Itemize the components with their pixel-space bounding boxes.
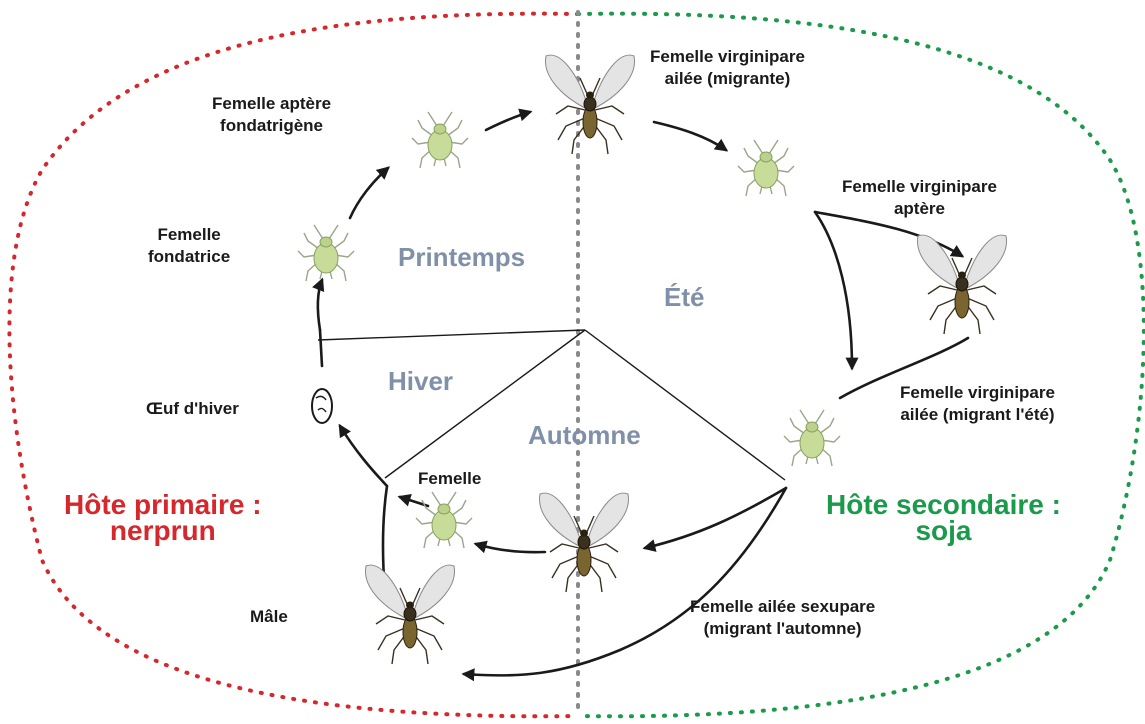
fondatrigene-aphid-icon — [412, 112, 468, 168]
stage-apterous-virginipara-label: Femelle virginipare aptère — [842, 176, 997, 220]
season-autumn-label: Automne — [528, 420, 641, 451]
male-aphid-icon — [365, 565, 454, 664]
primary-host-plant: nerprun — [64, 518, 262, 544]
stage-male-label: Mâle — [250, 606, 288, 628]
summer-wingless-aphid-icon — [784, 410, 840, 466]
summer-migrant-aphid-icon — [917, 235, 1006, 334]
stage-fondatrigene-label: Femelle aptère fondatrigène — [212, 93, 331, 137]
stage-sexupara-label: Femelle ailée sexupare (migrant l'automn… — [690, 596, 875, 640]
season-summer-label: Été — [664, 282, 704, 313]
primary-host-label: Hôte primaire : nerprun — [64, 492, 262, 544]
egg-icon — [312, 389, 332, 423]
sexupara-aphid-icon — [539, 493, 628, 592]
secondary-host-label: Hôte secondaire : soja — [826, 492, 1061, 544]
season-spring-label: Printemps — [398, 242, 525, 273]
fondatrice-aphid-icon — [298, 225, 354, 281]
stage-egg-label: Œuf d'hiver — [146, 398, 239, 420]
season-winter-label: Hiver — [388, 366, 453, 397]
secondary-host-plant: soja — [826, 518, 1061, 544]
stage-female-label: Femelle — [418, 468, 481, 490]
winged-migrant-aphid-icon — [545, 55, 634, 154]
apterous-virginipara-aphid-icon — [738, 140, 794, 196]
stage-fondatrice-label: Femelle fondatrice — [148, 224, 230, 268]
female-aphid-icon — [416, 492, 472, 548]
stage-winged-migrant-label: Femelle virginipare ailée (migrante) — [650, 46, 805, 90]
season-separators — [318, 330, 785, 480]
stage-summer-migrant-label: Femelle virginipare ailée (migrant l'été… — [900, 382, 1055, 426]
